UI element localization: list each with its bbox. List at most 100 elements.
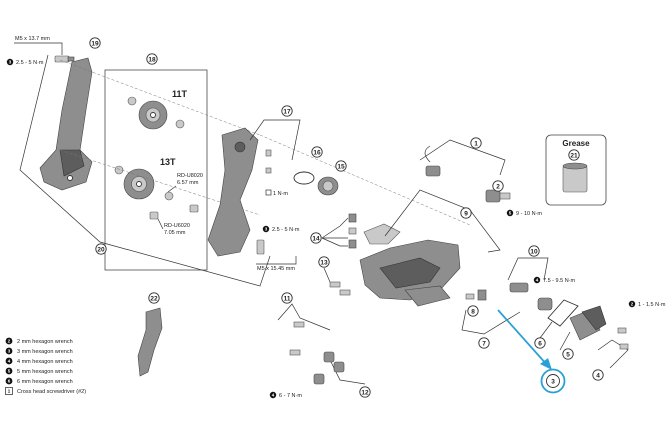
callout-11: 11 — [281, 292, 293, 304]
callout-circle — [359, 386, 371, 398]
callout-3: 3 — [546, 374, 560, 388]
bracket-7 — [461, 309, 521, 335]
cover-4 — [581, 305, 607, 331]
callout-circle — [568, 149, 580, 161]
svg-text:2: 2 — [631, 302, 634, 307]
callout-circle — [310, 232, 322, 244]
svg-text:5: 5 — [509, 211, 512, 216]
callout-number: 6 — [538, 340, 542, 347]
legend-item: 1 Cross head screwdriver (#2) — [5, 387, 86, 395]
screw-mid-label: M5 x 15.45 mm — [257, 266, 295, 272]
legend-symbol: 2 — [8, 339, 11, 344]
screwdriver-icon — [5, 387, 13, 395]
callout-number: 20 — [97, 246, 105, 253]
grease-jar — [562, 165, 588, 193]
callout-number: 3 — [551, 378, 555, 385]
torque-top-dot: 3 — [9, 60, 12, 65]
legend-item: 6 6 mm hexagon wrench — [5, 377, 73, 385]
callout-number: 1 — [474, 140, 478, 147]
callout-number: 16 — [313, 149, 321, 156]
callout-circle — [318, 256, 330, 268]
legend-symbol: 6 — [8, 379, 11, 384]
wrench-icon — [5, 357, 13, 365]
bushing — [317, 176, 339, 196]
bracket-10 — [507, 257, 549, 281]
callout-number: 15 — [337, 163, 345, 170]
callout-9: 9 — [460, 207, 472, 219]
svg-text:4: 4 — [272, 393, 275, 398]
callout-circle — [478, 337, 490, 349]
clip-6 — [547, 299, 579, 327]
callout-10: 10 — [528, 245, 540, 257]
callout-number: 13 — [320, 259, 328, 266]
lower-pulley — [114, 165, 199, 220]
grease-label: Grease — [562, 139, 590, 148]
legend-text: 5 mm hexagon wrench — [17, 369, 73, 375]
torque-12: 4 6 - 7 N·m — [269, 391, 302, 399]
rd2-model: RD-U6020 — [164, 223, 190, 229]
torque-10-label: 7.5 - 9.5 N·m — [543, 278, 576, 284]
callout-circle — [528, 245, 540, 257]
legend-text: 6 mm hexagon wrench — [17, 379, 73, 385]
callout-5: 5 — [562, 348, 574, 360]
legend-text: 2 mm hexagon wrench — [17, 339, 73, 345]
legend-symbol: 5 — [8, 369, 11, 374]
callout-16: 16 — [311, 146, 323, 158]
callout-circle — [311, 146, 323, 158]
callout-7: 7 — [478, 337, 490, 349]
screw-top-label: M5 x 13.7 mm — [15, 36, 50, 42]
callout-circle — [148, 292, 160, 304]
callout-number: 11 — [284, 295, 291, 302]
cog-top-label: 11T — [172, 89, 188, 99]
callout-14: 14 — [310, 232, 322, 244]
callout-circle — [534, 337, 546, 349]
callout-6: 6 — [534, 337, 546, 349]
legend-text: 4 mm hexagon wrench — [17, 359, 73, 365]
torque-mid: 3 2.5 - 5 N·m — [262, 225, 300, 233]
legend-text: Cross head screwdriver (#2) — [17, 389, 86, 395]
callout-2: 2 — [492, 180, 504, 192]
callout-number: 10 — [530, 248, 538, 255]
bracket-12 — [329, 359, 366, 385]
callout-number: 5 — [566, 351, 570, 358]
cable-guide — [137, 307, 163, 377]
screwdriver-icon — [265, 189, 272, 196]
rd2-dim: 7.05 mm — [164, 230, 186, 236]
callout-circle — [89, 37, 101, 49]
legend-symbol: 4 — [8, 359, 11, 364]
highlight-arrow — [497, 309, 566, 394]
legend-item: 2 2 mm hexagon wrench — [5, 337, 73, 345]
legend-symbol: 1 — [8, 389, 11, 394]
callout-circle — [460, 207, 472, 219]
callout-circle — [146, 53, 158, 65]
bracket-20 — [19, 54, 271, 287]
wrench-icon — [5, 367, 13, 375]
torque-mid-label: 2.5 - 5 N·m — [272, 227, 300, 233]
callout-1: 1 — [470, 137, 482, 149]
callout-number: 18 — [148, 56, 156, 63]
callout-circle — [562, 348, 574, 360]
callout-number: 22 — [150, 295, 158, 302]
callout-number: 8 — [471, 308, 475, 315]
callout-circle — [467, 305, 479, 317]
legend-item: 4 4 mm hexagon wrench — [5, 357, 73, 365]
clip-ring — [293, 171, 315, 185]
legend-symbol: 3 — [8, 349, 11, 354]
callout-number: 14 — [312, 235, 320, 242]
callout-8: 8 — [467, 305, 479, 317]
bracket-11 — [277, 303, 331, 331]
callout-circle — [546, 374, 560, 388]
screw-top-leader — [14, 42, 63, 55]
callout-15: 15 — [335, 160, 347, 172]
callout-number: 21 — [570, 152, 578, 159]
torque-4-label: 1 - 1.5 N·m — [638, 302, 666, 308]
bolt-mid — [256, 239, 265, 255]
callout-18: 18 — [146, 53, 158, 65]
torque-top-label: 2.5 - 5 N·m — [16, 60, 44, 66]
grease-box: Grease — [545, 134, 607, 206]
callout-13: 13 — [318, 256, 330, 268]
wrench-icon — [5, 347, 13, 355]
